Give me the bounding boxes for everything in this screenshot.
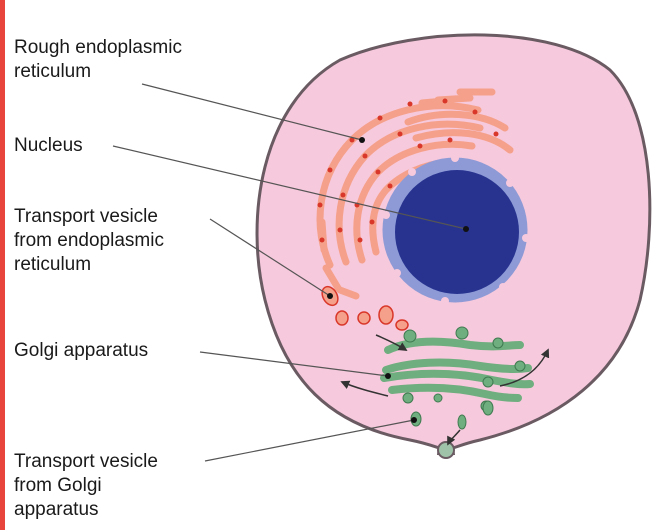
label-golgi-apparatus: Golgi apparatus [14,339,148,363]
nucleoplasm [395,170,519,294]
label-rough-er: Rough endoplasmic reticulum [14,36,182,84]
label-transport-vesicle-golgi: Transport vesicle from Golgi apparatus [14,450,158,522]
exocytosis-vesicle [438,442,454,458]
label-nucleus: Nucleus [14,134,83,158]
label-transport-vesicle-er: Transport vesicle from endoplasmic retic… [14,205,164,277]
